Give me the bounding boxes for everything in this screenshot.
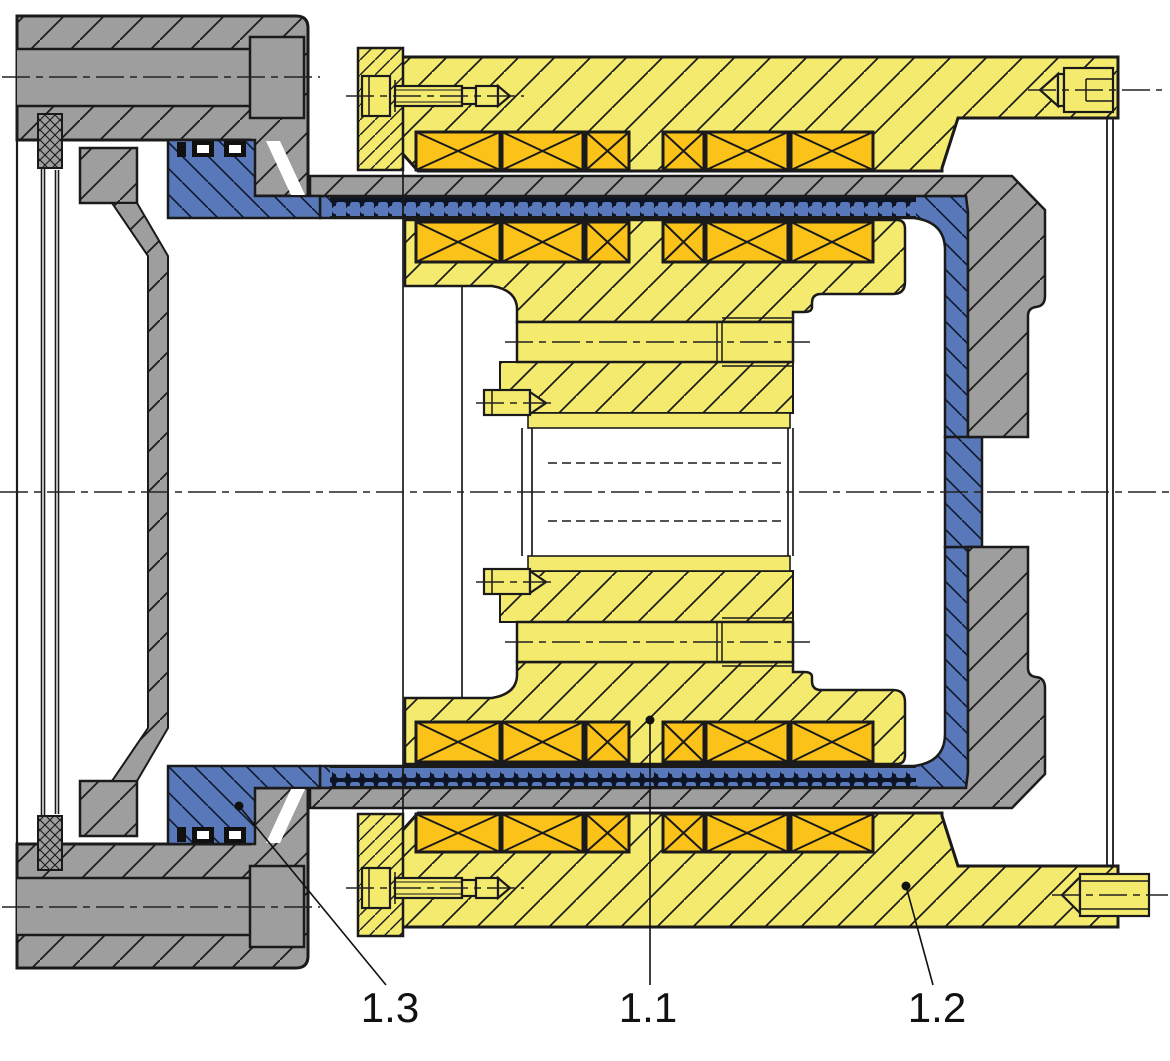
coil-x-mark	[705, 813, 789, 853]
seal-core	[197, 831, 209, 839]
mounting-bolt-bottom	[360, 866, 512, 910]
coil-x-mark	[501, 221, 584, 263]
coil-x-mark	[585, 221, 630, 263]
coil-x-mark	[790, 721, 874, 763]
callout-label-1-1: 1.1	[619, 984, 677, 1031]
coil-x-mark	[585, 813, 630, 853]
coolant-flange-bottom	[166, 764, 322, 846]
coil-x-mark	[585, 721, 630, 763]
coil-x-mark	[662, 221, 705, 263]
coil-x-mark	[662, 813, 705, 853]
coil-x-mark	[662, 721, 705, 763]
cooling-channel-band	[330, 196, 916, 788]
bore-surface	[527, 412, 791, 429]
bore-surface	[527, 555, 791, 572]
coil-x-mark	[501, 131, 584, 171]
rotor-hub-top	[499, 361, 794, 414]
relief-gap	[266, 141, 305, 195]
relief-gap	[266, 789, 305, 843]
seal-core	[229, 145, 241, 153]
leader-line	[238, 805, 387, 986]
coil-x-mark	[415, 813, 501, 853]
clamp-ring-bottom	[78, 779, 139, 838]
seal-element	[177, 142, 186, 157]
callout-label-1-2: 1.2	[908, 984, 966, 1031]
coil-x-mark	[705, 131, 789, 171]
coil-x-mark	[585, 131, 630, 171]
clamp-ring-top	[78, 146, 139, 205]
hidden-edge-lines	[548, 462, 785, 522]
coil-x-mark	[501, 721, 584, 763]
coil-x-mark	[790, 813, 874, 853]
centerlines	[0, 76, 1170, 908]
callout-1-3: 1.3	[234, 801, 419, 1031]
callout-1-1: 1.1	[619, 715, 677, 1031]
coil-x-mark	[415, 721, 501, 763]
seal-ring-top	[37, 113, 63, 169]
seal-core	[229, 831, 241, 839]
coil-x-mark	[705, 221, 789, 263]
seal-core	[197, 145, 209, 153]
coil-x-mark	[790, 221, 874, 263]
coil-x-mark	[662, 131, 705, 171]
callout-label-1-3: 1.3	[361, 984, 419, 1031]
coolant-flange-top	[166, 138, 322, 220]
coil-x-mark	[705, 721, 789, 763]
coil-x-mark	[415, 131, 501, 171]
seal-ring-bottom	[37, 815, 63, 871]
coil-x-mark	[790, 131, 874, 171]
rotor-sleeve-gray	[308, 174, 1047, 810]
coil-x-mark	[415, 221, 501, 263]
leader-line	[905, 885, 934, 986]
winding-cross-sections	[414, 130, 875, 854]
rotor-hub-bottom	[499, 570, 794, 623]
membrane-disc	[110, 202, 169, 782]
seal-element	[177, 827, 186, 842]
callout-1-2: 1.2	[901, 881, 966, 1031]
coil-x-mark	[501, 813, 584, 853]
